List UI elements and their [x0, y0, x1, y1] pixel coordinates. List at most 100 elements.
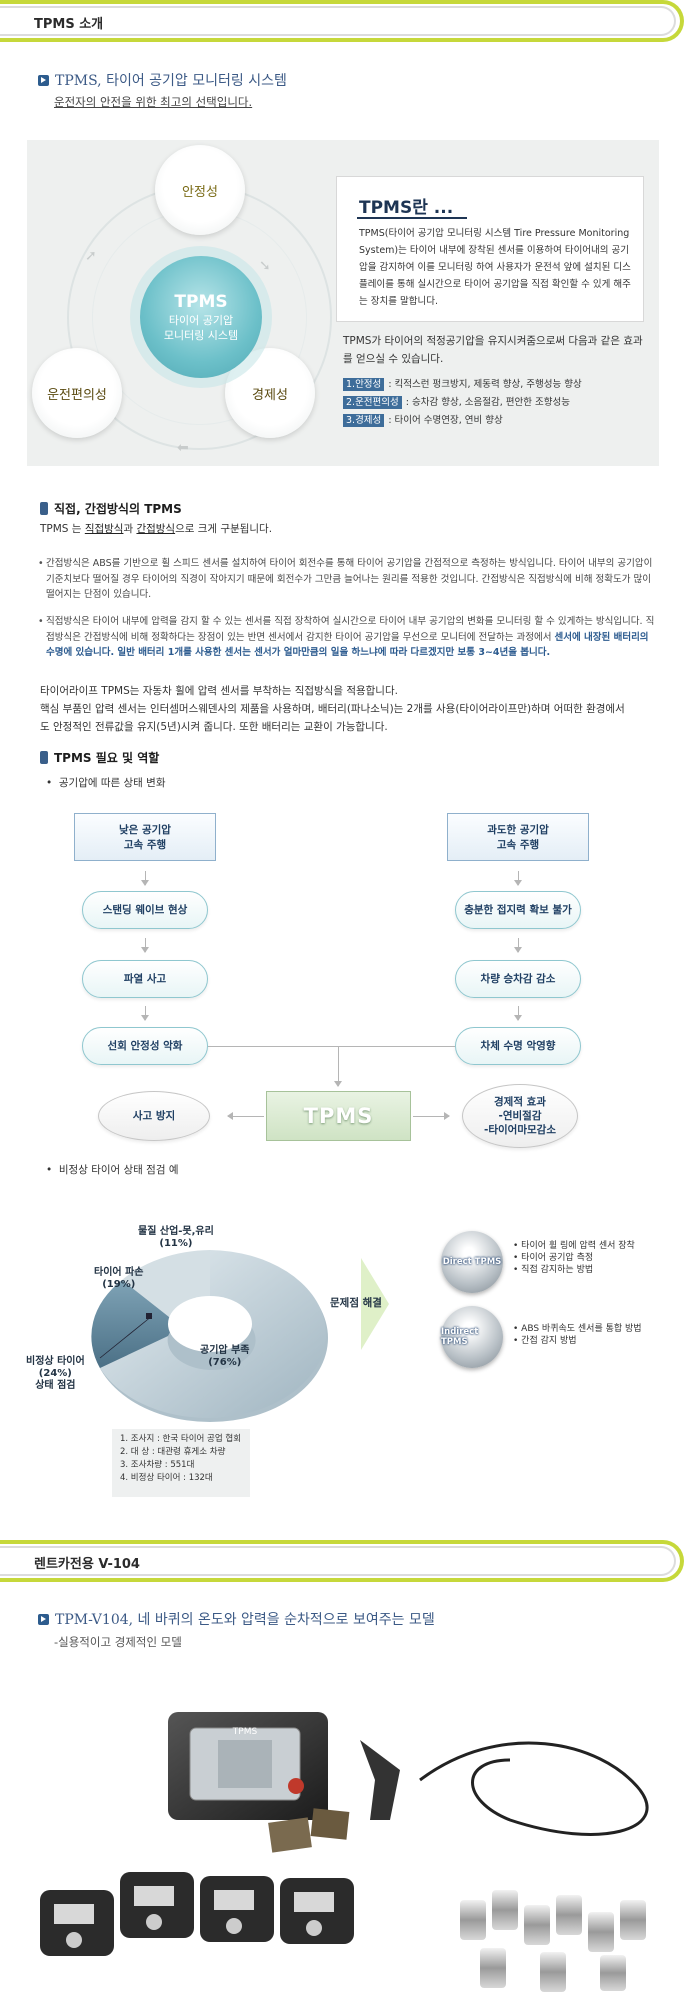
definition-title: TPMS란 ... — [359, 198, 454, 218]
donut-label-damage: 타이어 파손(19%) — [94, 1267, 144, 1290]
section-title: 렌트카전용 V-104 — [34, 1557, 140, 1572]
intro-headline: TPMS, 타이어 공기압 모니터링 시스템 — [38, 70, 287, 90]
inspection-bullet: • 비정상 타이어 상태 점검 예 — [46, 1164, 179, 1176]
arrow-bullet-icon — [38, 75, 49, 86]
alert-button — [288, 1778, 304, 1794]
flow-step-right: 차체 수명 악영향 — [455, 1027, 581, 1065]
effect-row: 3.경제성 : 타이어 수명연장, 연비 향상 — [343, 412, 503, 427]
methods-heading: 직접, 간접방식의 TPMS — [40, 500, 182, 517]
flow-arrow — [334, 1046, 342, 1087]
heading-marker-icon — [40, 751, 48, 764]
donut-slice-damage — [91, 1280, 178, 1368]
valve-nut — [556, 1895, 582, 1935]
monitor-device: TPMS — [168, 1712, 328, 1820]
core-title: TPMS — [174, 292, 228, 312]
indirect-tpms-points: ABS 바퀴속도 센서를 통합 방법 간접 감지 방법 — [513, 1323, 641, 1347]
flow-connector — [208, 1046, 455, 1047]
donut-slice-low-pressure — [100, 1250, 326, 1418]
donut-hole — [168, 1296, 252, 1352]
valve-nut — [600, 1955, 626, 1991]
flow-arrow — [141, 938, 149, 953]
adhesive-pad — [268, 1817, 312, 1853]
arrow-bullet-icon — [38, 1614, 49, 1625]
tire-sensor — [40, 1890, 114, 1956]
tirelife-paragraph: 타이어라이프 TPMS는 자동차 휠에 압력 센서를 부착하는 직접방식을 적용… — [40, 685, 398, 697]
tpms-center-box: TPMS — [266, 1091, 411, 1141]
flow-arrow — [514, 938, 522, 953]
adhesive-pad — [310, 1808, 350, 1840]
power-cable — [419, 1741, 649, 1836]
circle-tpms-core: TPMS 타이어 공기압 모니터링 시스템 — [140, 256, 262, 378]
heading-marker-icon — [40, 502, 48, 515]
flow-step-left: 파열 사고 — [82, 960, 208, 998]
effect-row: 2.운전편의성 : 승차감 향상, 소음절감, 편안한 조향성능 — [343, 394, 570, 409]
core-sub: 타이어 공기압 — [168, 314, 234, 327]
tirelife-paragraph: 도 안정적인 전류값을 유지(5년)시켜 줍니다. 또한 배터리는 교환이 가능… — [40, 721, 388, 733]
circle-convenience: 운전편의성 — [32, 348, 122, 438]
effect-row: 1.안정성 : 킥적스런 펑크방지, 제동력 향상, 주행성능 향상 — [343, 376, 582, 391]
direct-description: 직접방식은 타이어 내부에 압력을 감지 할 수 있는 센서를 직접 장착하여 … — [38, 614, 656, 661]
role-bullet: • 공기압에 따른 상태 변화 — [46, 777, 166, 789]
donut-marker — [146, 1313, 152, 1319]
flow-arrow-right — [413, 1112, 450, 1120]
device-logo: TPMS — [232, 1727, 258, 1737]
valve-nut — [588, 1912, 614, 1952]
flow-arrow — [514, 871, 522, 886]
title-underline — [357, 217, 467, 219]
tire-sensor — [120, 1872, 194, 1938]
flow-arrow — [141, 1006, 149, 1021]
cycle-arrow-icon: ⬅ — [177, 440, 189, 456]
mount-bracket — [360, 1740, 400, 1820]
flow-arrow — [514, 1006, 522, 1021]
tire-sensor — [200, 1876, 274, 1942]
flow-step-left: 스탠딩 웨이브 현상 — [82, 891, 208, 929]
section-header-rental: 렌트카전용 V-104 — [0, 1540, 685, 1584]
direct-tpms-points: 타이어 휠 링에 압력 센서 장착 타이어 공기압 측정 직접 감지하는 방법 — [513, 1240, 635, 1276]
flow-step-right: 차량 승차감 감소 — [455, 960, 581, 998]
valve-nut — [620, 1900, 646, 1940]
valve-nut — [524, 1905, 550, 1945]
valve-nut — [480, 1948, 506, 1988]
tire-sensor — [280, 1878, 354, 1944]
core-sub: 모니터링 시스템 — [163, 329, 239, 342]
flow-step-right: 충분한 접지력 확보 불가 — [455, 891, 581, 929]
product-headline: TPM-V104, 네 바퀴의 온도와 압력을 순차적으로 보여주는 모델 — [38, 1609, 435, 1629]
indirect-tpms-disc: Indirect TPMS — [441, 1306, 503, 1368]
abnormal-tire-donut — [91, 1250, 328, 1422]
flow-arrow-left — [227, 1112, 264, 1120]
donut-label-foreign: 물질 산업-못,유리(11%) — [138, 1226, 214, 1249]
indirect-description: 간접방식은 ABS를 기반으로 휠 스피드 센서를 설치하여 타이어 회전수를 … — [38, 556, 656, 603]
tirelife-paragraph: 핵심 부품인 압력 센서는 인터셈머스웨덴사의 제품을 사용하며, 배터리(파나… — [40, 703, 625, 715]
direct-tpms-disc: Direct TPMS — [441, 1231, 503, 1293]
donut-label-low-pressure: 공기압 부족(76%) — [200, 1345, 250, 1368]
accident-prevention-oval: 사고 방지 — [98, 1091, 210, 1141]
survey-info-box: 1. 조사지 : 한국 타이어 공업 협회 2. 대 상 : 대관령 휴게소 차… — [112, 1429, 250, 1497]
definition-text: TPMS(타이어 공기압 모니터링 시스템 Tire Pressure Moni… — [359, 228, 631, 307]
solve-arrow-icon — [361, 1258, 389, 1350]
effect-intro-text: TPMS가 타이어의 적정공기압을 유지시켜줌으로써 다음과 같은 효과를 얻으… — [343, 335, 643, 365]
valve-nut — [460, 1900, 486, 1940]
economic-effect-oval: 경제적 효과 -연비절감 -타이어마모감소 — [462, 1084, 578, 1148]
product-subline: -실용적이고 경제적인 모델 — [54, 1635, 182, 1649]
cycle-arrow-icon: ➚ — [85, 248, 97, 264]
solve-label: 문제점 해결 — [330, 1297, 382, 1309]
tpms-definition-box: TPMS란 ... TPMS(타이어 공기압 모니터링 시스템 Tire Pre… — [336, 176, 644, 322]
flow-arrow — [141, 871, 149, 886]
role-heading: TPMS 필요 및 역할 — [40, 749, 159, 766]
valve-nut — [540, 1952, 566, 1992]
intro-panel: ➚ ➘ ⬅ 안정성 운전편의성 경제성 TPMS 타이어 공기압 모니터링 시스… — [27, 140, 659, 466]
donut-leader — [99, 1315, 153, 1359]
section-header-intro: TPMS 소개 — [0, 0, 685, 44]
section-title: TPMS 소개 — [34, 17, 104, 32]
flow-step-left: 선회 안정성 악화 — [82, 1027, 208, 1065]
donut-label-check: 비정상 타이어(24%)상태 점검 — [26, 1356, 85, 1391]
header-inner-line — [0, 1546, 676, 1576]
valve-nut — [492, 1890, 518, 1930]
circle-stability: 안정성 — [155, 145, 245, 235]
product-kit-image: TPMS — [40, 1712, 649, 1992]
cycle-arrow-icon: ➘ — [259, 258, 271, 274]
header-inner-line — [0, 6, 676, 36]
intro-subline: 운전자의 안전을 위한 최고의 선택입니다. — [54, 95, 253, 109]
